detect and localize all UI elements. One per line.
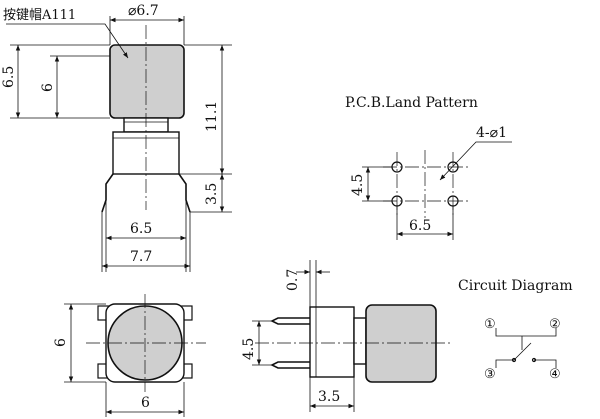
circuit-pin-3: ③ (484, 367, 496, 382)
circuit-top-line (495, 328, 557, 337)
land-pattern: P.C.B.Land Pattern 4-⌀1 4.5 6.5 (345, 95, 512, 240)
cap-neck-side (353, 317, 367, 365)
key-cap-outline (109, 44, 185, 119)
side-view: 0.7 4.5 3.5 (241, 260, 450, 412)
height-6-label: 6 (40, 83, 56, 92)
circuit-title: Circuit Diagram (458, 278, 573, 294)
switch-blade (513, 342, 532, 361)
land-pattern-title: P.C.B.Land Pattern (345, 95, 478, 111)
leg-length-label: 3.5 (204, 183, 220, 205)
side-leg-length-label: 3.5 (318, 389, 340, 405)
pitch-vertical-label: 4.5 (350, 174, 366, 196)
pitch-horizontal-label: 6.5 (409, 218, 431, 234)
top-view: 6 6 (53, 294, 206, 417)
circuit-diagram: Circuit Diagram ① ② ③ ④ (458, 278, 573, 382)
left-leg (101, 173, 114, 213)
right-leg (178, 173, 191, 213)
body-width-label: 7.7 (130, 249, 152, 265)
side-pin-pitch-label: 4.5 (241, 338, 257, 360)
pin-span-label: 6.5 (130, 221, 152, 237)
circuit-pin-1: ① (484, 317, 496, 332)
top-width-label: 6 (141, 395, 150, 411)
total-height-label: 11.1 (204, 101, 220, 132)
key-cap-side (365, 304, 437, 383)
cap-diameter-label: ⌀6.7 (128, 3, 159, 19)
front-view: ⌀6.7 按键帽A111 6.5 6 11.1 3.5 6.5 7.7 (1, 3, 232, 272)
cap-part-label: 按键帽A111 (3, 7, 76, 23)
circuit-pin-2: ② (549, 317, 561, 332)
top-height-label: 6 (53, 338, 69, 347)
offset-label: 0.7 (285, 269, 301, 291)
circuit-bottom-line (495, 359, 514, 368)
side-pin (270, 317, 310, 325)
pcb-hole (447, 161, 459, 173)
hole-note: 4-⌀1 (476, 125, 507, 141)
switch-body-side (309, 306, 355, 378)
side-pin (270, 361, 310, 369)
circuit-pin-4: ④ (549, 367, 561, 382)
height-6-5-label: 6.5 (1, 66, 17, 88)
